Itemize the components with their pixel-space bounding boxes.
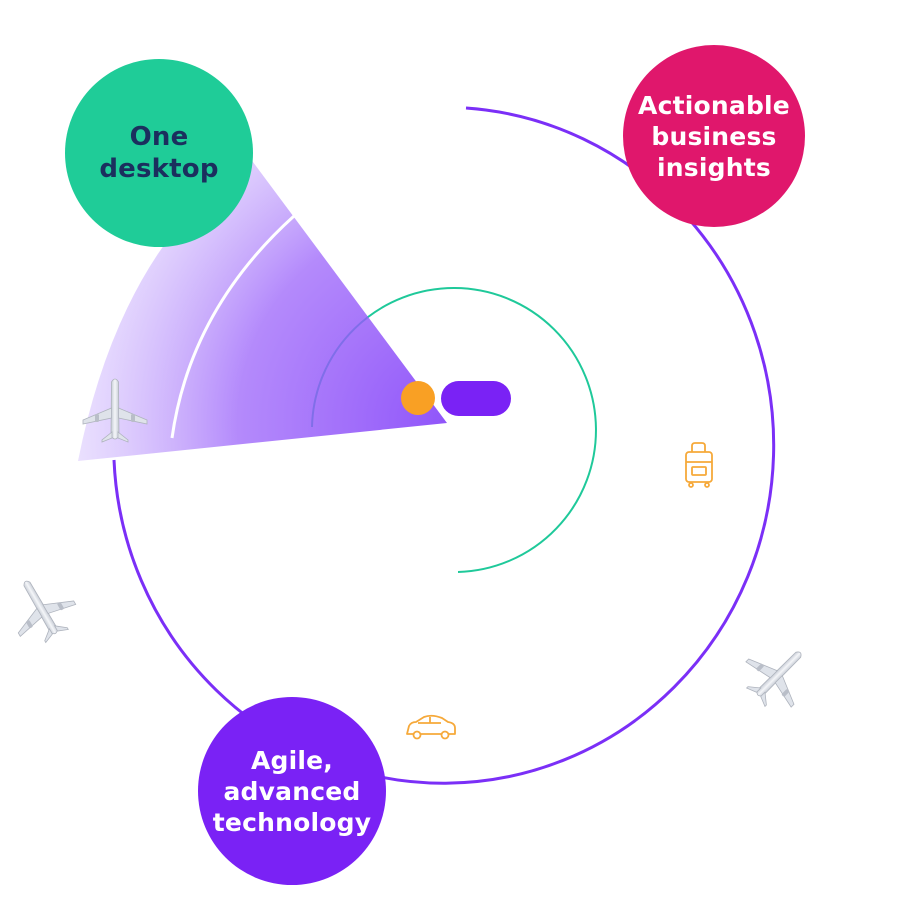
- orange-indicator-dot: [401, 381, 435, 415]
- bubble-actionable-insights-label: Actionable business insights: [638, 90, 790, 182]
- purple-indicator-pill: [441, 381, 511, 416]
- bubble-actionable-insights: Actionable business insights: [623, 45, 805, 227]
- radar-sweep: [78, 158, 447, 461]
- bubble-agile-technology: Agile, advanced technology: [198, 697, 386, 885]
- bubble-one-desktop-label: One desktop: [99, 122, 219, 184]
- airplane-icon: [0, 564, 86, 653]
- bubble-agile-technology-label: Agile, advanced technology: [212, 745, 372, 837]
- airplane-icon: [732, 629, 824, 721]
- bubble-one-desktop: One desktop: [65, 59, 253, 247]
- car-icon: [406, 714, 456, 740]
- sweep-arc: [170, 214, 296, 439]
- suitcase-icon: [685, 442, 713, 488]
